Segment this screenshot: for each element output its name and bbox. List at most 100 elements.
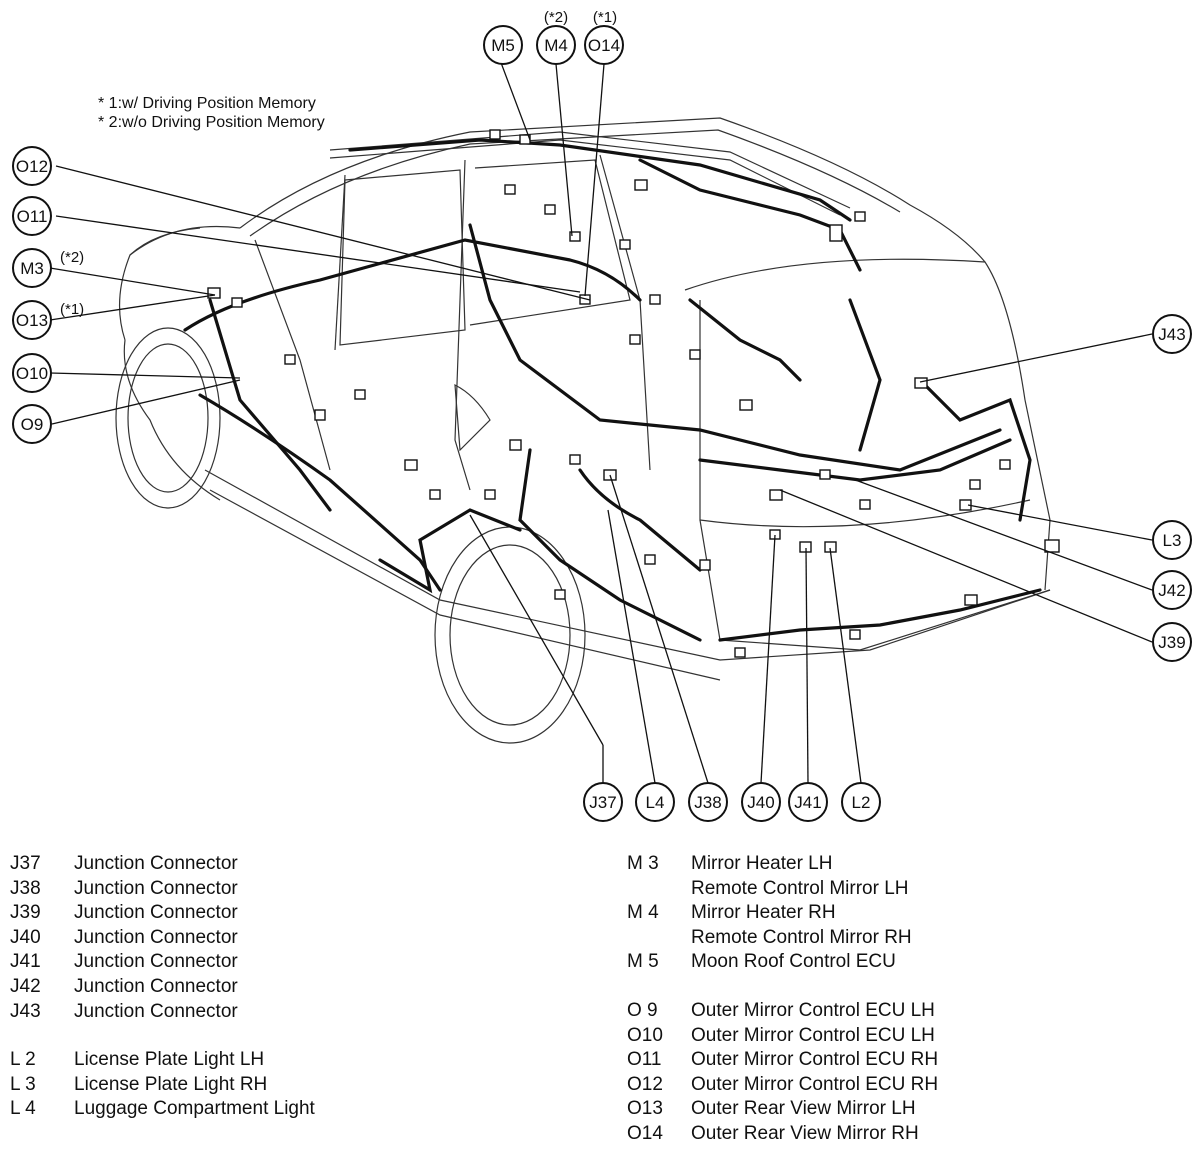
svg-text:L4: L4: [646, 793, 665, 812]
legend-desc: License Plate Light RH: [74, 1073, 268, 1095]
legend-desc: Luggage Compartment Light: [74, 1098, 315, 1120]
legend-desc: Moon Roof Control ECU: [691, 951, 896, 973]
callout-j37: J37: [583, 782, 623, 822]
legend-row: J43 Junction Connector: [10, 1000, 315, 1025]
callout-l4: L4: [635, 782, 675, 822]
callout-j41: J41: [788, 782, 828, 822]
legend-code: J43: [10, 1000, 41, 1022]
svg-text:O12: O12: [16, 157, 48, 176]
svg-text:O14: O14: [588, 36, 620, 55]
callout-j38: J38: [688, 782, 728, 822]
callout-o9: O9: [12, 404, 52, 444]
legend-spacer: [10, 1024, 315, 1048]
legend-code: J41: [10, 951, 41, 973]
legend-code: L 4: [10, 1098, 36, 1120]
legend-row: J37 Junction Connector: [10, 852, 315, 877]
callout-m4-mark: (*2): [544, 9, 568, 26]
legend-desc: Junction Connector: [74, 1000, 238, 1022]
legend-code: [627, 877, 691, 902]
legend-desc: Outer Mirror Control ECU RH: [691, 1049, 939, 1071]
svg-text:J40: J40: [747, 793, 774, 812]
legend-row: L 2 License Plate Light LH: [10, 1048, 315, 1073]
svg-text:L2: L2: [852, 793, 871, 812]
callout-o11: O11: [12, 196, 52, 236]
legend-desc: Outer Rear View Mirror RH: [691, 1122, 919, 1144]
legend-desc: Junction Connector: [74, 926, 238, 948]
legend-code: O13: [627, 1098, 663, 1120]
svg-text:M5: M5: [491, 36, 515, 55]
callout-o14: O14: [584, 25, 624, 65]
legend-desc: Remote Control Mirror RH: [691, 926, 912, 948]
legend-row: L 3 License Plate Light RH: [10, 1073, 315, 1098]
legend-desc: Outer Rear View Mirror LH: [691, 1098, 916, 1120]
legend-code: L 3: [10, 1073, 36, 1095]
legend-code: J40: [10, 926, 41, 948]
legend-spacer: [627, 975, 938, 999]
svg-text:J39: J39: [1158, 633, 1185, 652]
legend-code: O 9: [627, 999, 658, 1021]
legend-code: J39: [10, 902, 41, 924]
legend-desc: Junction Connector: [74, 877, 238, 899]
callout-j39: J39: [1152, 622, 1192, 662]
callout-o10: O10: [12, 353, 52, 393]
callout-m3: M3: [12, 248, 52, 288]
svg-text:M4: M4: [544, 36, 568, 55]
legend-code: O10: [627, 1024, 663, 1046]
legend-code: L 2: [10, 1049, 36, 1071]
legend-desc: Junction Connector: [74, 902, 238, 924]
legend-code: O12: [627, 1073, 663, 1095]
callout-o14-mark: (*1): [593, 9, 617, 26]
callout-m3-mark: (*2): [60, 249, 84, 266]
svg-text:O9: O9: [21, 415, 44, 434]
svg-text:J42: J42: [1158, 581, 1185, 600]
legend-row: Remote Control Mirror RH: [627, 926, 938, 951]
callout-o13-mark: (*1): [60, 301, 84, 318]
callout-l2: L2: [841, 782, 881, 822]
connector-blocks: [207, 129, 1060, 658]
legend-row: J42 Junction Connector: [10, 975, 315, 1000]
legend-desc: Remote Control Mirror LH: [691, 877, 909, 899]
legend-desc: Mirror Heater LH: [691, 853, 833, 874]
callout-m5: M5: [483, 25, 523, 65]
wire-harness: [183, 138, 1042, 642]
callout-j43: J43: [1152, 314, 1192, 354]
legend-row: J40 Junction Connector: [10, 926, 315, 951]
svg-text:M3: M3: [20, 259, 44, 278]
callout-o13: O13: [12, 300, 52, 340]
legend-code: J42: [10, 975, 41, 997]
svg-text:O10: O10: [16, 364, 48, 383]
leader-lines: [49, 59, 1153, 784]
callout-m4: M4: [536, 25, 576, 65]
legend-code: J37: [10, 853, 41, 874]
legend-code: [627, 926, 691, 951]
legend-desc: Junction Connector: [74, 853, 238, 874]
legend-row: Remote Control Mirror LH: [627, 877, 938, 902]
callout-j40: J40: [741, 782, 781, 822]
legend-row: L 4 Luggage Compartment Light: [10, 1097, 315, 1122]
svg-text:J43: J43: [1158, 325, 1185, 344]
legend-code: M 4: [627, 902, 659, 924]
legend-row: J38 Junction Connector: [10, 877, 315, 902]
legend-row: O13 Outer Rear View Mirror LH: [627, 1097, 938, 1122]
svg-text:J38: J38: [694, 793, 721, 812]
legend-desc: Outer Mirror Control ECU LH: [691, 999, 935, 1021]
legend-desc: Junction Connector: [74, 975, 238, 997]
legend-desc: License Plate Light LH: [74, 1049, 265, 1071]
legend-row: O 9 Outer Mirror Control ECU LH: [627, 999, 938, 1024]
legend-desc: Outer Mirror Control ECU RH: [691, 1073, 939, 1095]
legend-row: O12 Outer Mirror Control ECU RH: [627, 1073, 938, 1098]
legend-code: J38: [10, 877, 41, 899]
legend-desc: Mirror Heater RH: [691, 902, 836, 924]
svg-text:J41: J41: [794, 793, 821, 812]
legend-row: J39 Junction Connector: [10, 901, 315, 926]
legend-code: M 5: [627, 951, 659, 973]
svg-text:L3: L3: [1163, 531, 1182, 550]
legend-row: M 5 Moon Roof Control ECU: [627, 950, 938, 975]
